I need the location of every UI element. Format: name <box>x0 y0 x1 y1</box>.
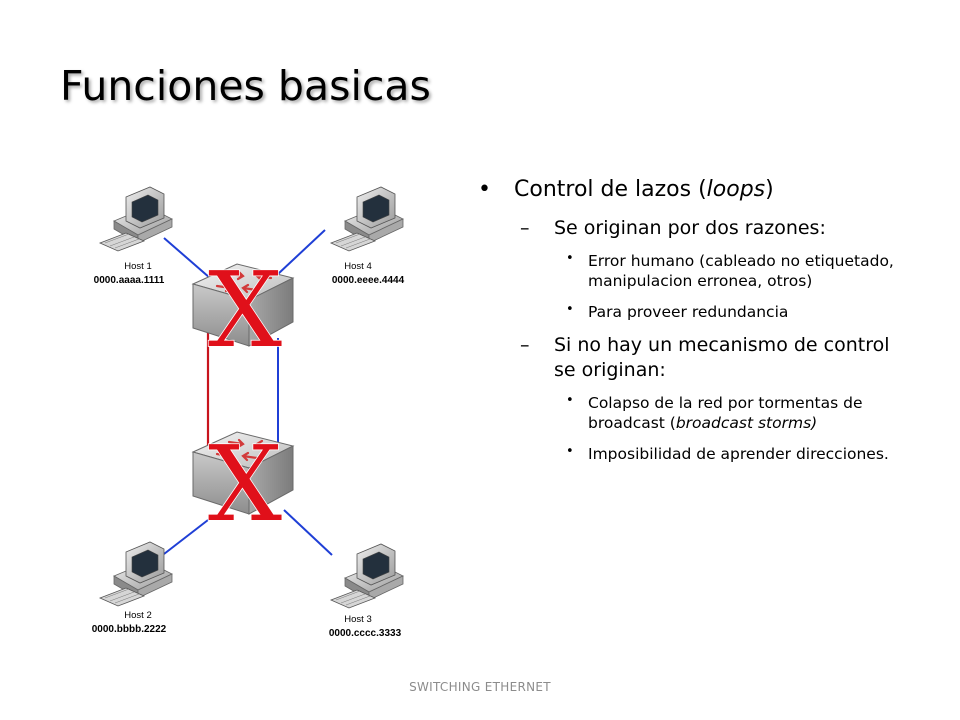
host-1: Host 1 0000.aaaa.1111 <box>94 186 173 286</box>
subsubbullet-imposibilidad: Imposibilidad de aprender direcciones. <box>566 444 908 464</box>
host-4: Host 4 0000.eeee.4444 <box>330 186 405 286</box>
computer-icon <box>330 543 404 609</box>
slide-footer: SWITCHING ETHERNET <box>409 680 551 694</box>
link-host2-switch <box>163 519 209 555</box>
bullet-control-de-lazos: Control de lazos (loops) <box>478 176 908 204</box>
slide-title: Funciones basicas <box>60 62 431 110</box>
links <box>163 229 333 556</box>
subsubbullet-colapso: Colapso de la red por tormentas de broad… <box>566 393 908 433</box>
host-1-label: Host 1 <box>124 261 151 272</box>
host-3-mac: 0000.cccc.3333 <box>329 628 402 639</box>
bullet-list: Control de lazos (loops) Se originan por… <box>478 176 908 475</box>
host-4-mac: 0000.eeee.4444 <box>332 275 405 286</box>
host-2: Host 2 0000.bbbb.2222 <box>92 541 173 635</box>
computer-icon <box>99 186 173 252</box>
subbullet-sin-mecanismo: Si no hay un mecanismo de control se ori… <box>520 333 908 382</box>
cross-mark-top-icon: X <box>208 249 282 371</box>
cross-mark-bottom-icon: X <box>208 423 282 545</box>
host-1-mac: 0000.aaaa.1111 <box>94 275 165 286</box>
bullet-text: Control de lazos ( <box>514 177 707 202</box>
network-diagram: Host 1 0000.aaaa.1111 Host 4 0000.eeee.4… <box>92 186 405 639</box>
computer-icon <box>99 541 173 607</box>
subbullet-se-originan: Se originan por dos razones: <box>520 216 908 241</box>
host-2-label: Host 2 <box>124 610 151 621</box>
subsubbullet-error-humano: Error humano (cableado no etiquetado, ma… <box>566 251 908 291</box>
link-host1-switch <box>163 237 211 279</box>
link-host4-switch <box>277 229 326 275</box>
host-3-label: Host 3 <box>344 614 371 625</box>
subsubbullet-redundancia: Para proveer redundancia <box>566 302 908 322</box>
computer-icon <box>330 186 404 252</box>
host-2-mac: 0000.bbbb.2222 <box>92 624 167 635</box>
host-3: Host 3 0000.cccc.3333 <box>329 543 404 639</box>
bullet-text-end: ) <box>765 177 774 202</box>
link-host3-switch <box>283 509 333 556</box>
bullet-text: Colapso de la red por tormentas de broad… <box>588 393 863 432</box>
host-4-label: Host 4 <box>344 261 371 272</box>
bullet-emphasis: loops <box>706 177 766 202</box>
bullet-emphasis: broadcast storms) <box>675 414 818 432</box>
